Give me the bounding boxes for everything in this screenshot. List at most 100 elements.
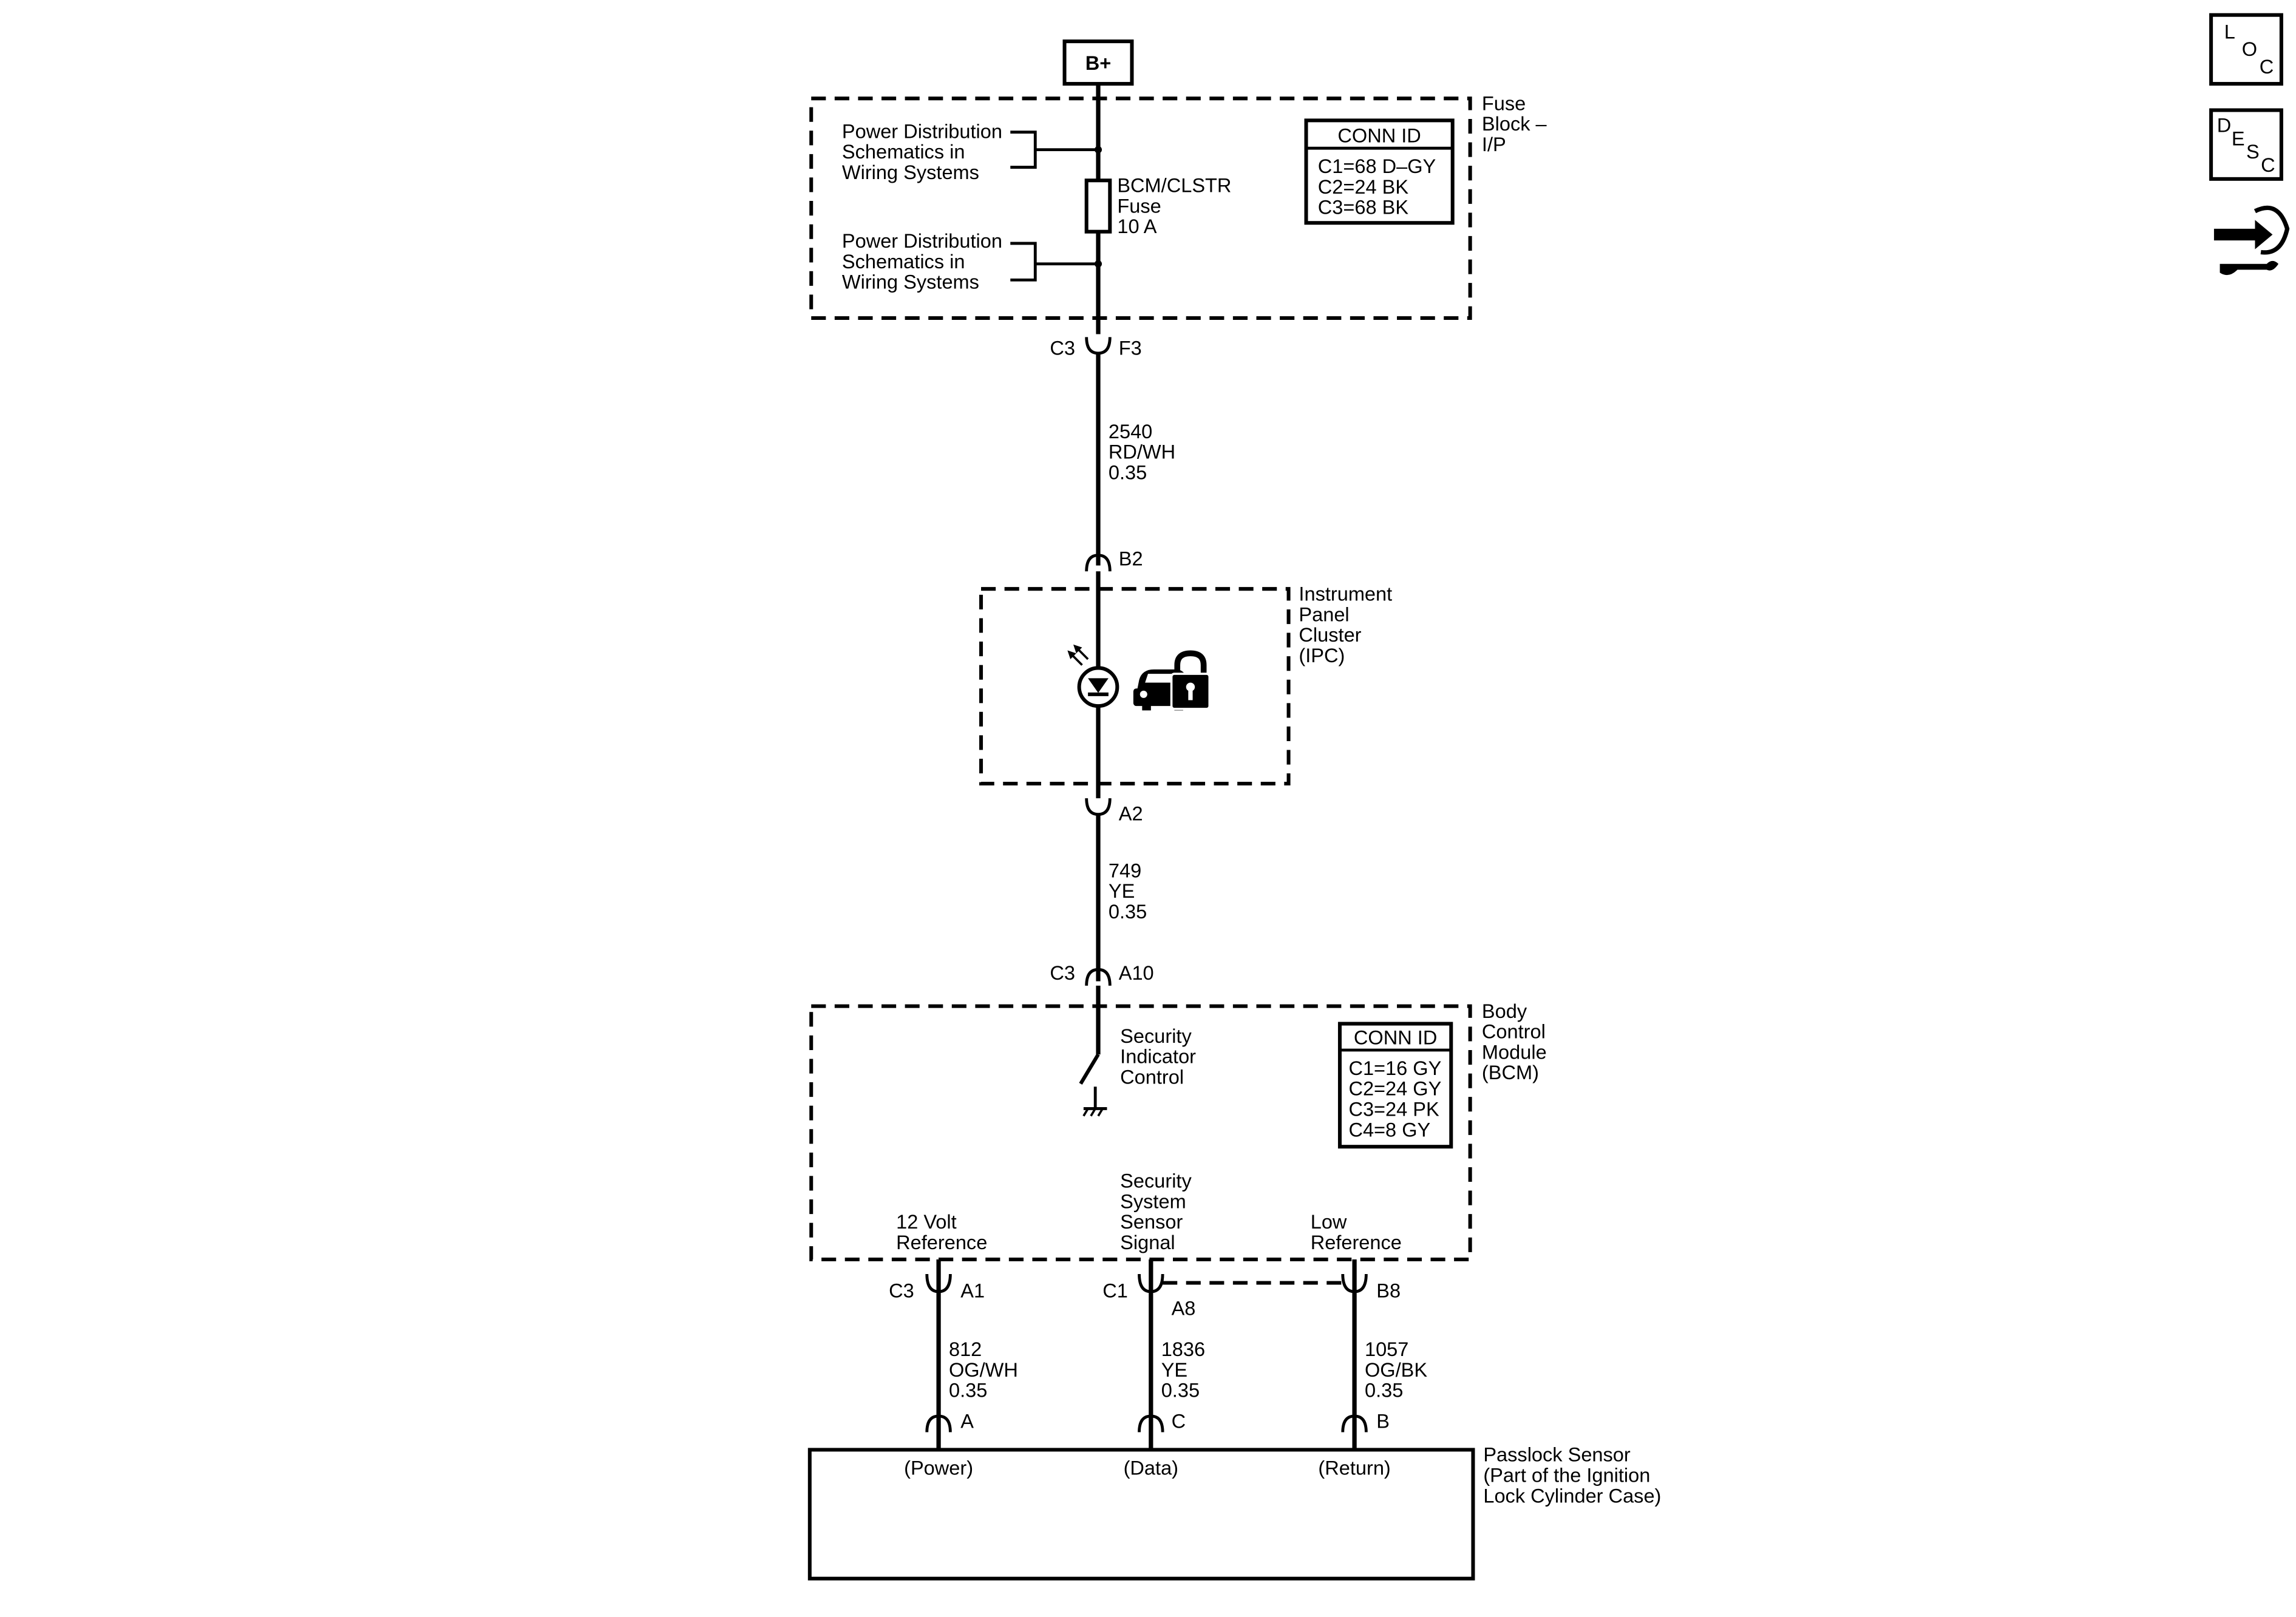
conn-id-title: CONN ID [1354, 1026, 1437, 1048]
wire-label-line: OG/WH [949, 1359, 1018, 1381]
bcm-conn-id-box [1337, 1022, 1453, 1149]
power-dist-ref-line: Wiring Systems [842, 161, 979, 183]
battery-label: B+ [1085, 52, 1112, 74]
splice-point [1094, 146, 1102, 154]
power-dist-ref-1[interactable]: Power Distribution Schematics in Wiring … [842, 120, 1002, 183]
switch-label-line: Security [1120, 1025, 1192, 1047]
connector-c3-a10 [1085, 968, 1112, 986]
wire-label-line: OG/BK [1365, 1359, 1427, 1381]
wire-label-line: YE [1109, 880, 1135, 902]
wire-label-line: 749 [1109, 859, 1141, 881]
bcm-name-line: Module [1482, 1041, 1547, 1063]
connector-label-right: A10 [1119, 962, 1154, 984]
wire-label-line: 812 [949, 1338, 982, 1360]
pin-function-line: Reference [1311, 1232, 1402, 1253]
connector-b2 [1085, 554, 1112, 572]
loc-icon-letter: C [2260, 56, 2274, 78]
ipc-name-line: (IPC) [1299, 645, 1345, 666]
fuse-label-line: 10 A [1117, 215, 1156, 237]
connector-c3-f3 [1085, 337, 1112, 355]
fuse-label: BCM/CLSTR Fuse 10 A [1117, 175, 1231, 238]
switch-label-line: Control [1120, 1066, 1184, 1088]
wire-812-label: 812 OG/WH 0.35 [949, 1338, 1018, 1402]
desc-icon-letter: C [2261, 154, 2275, 176]
wire-label-line: YE [1161, 1359, 1187, 1381]
wire-1057-label: 1057 OG/BK 0.35 [1365, 1338, 1427, 1402]
led-indicator-icon [1067, 644, 1119, 708]
desc-icon-letter: D [2217, 115, 2232, 137]
pin-function-line: 12 Volt [896, 1211, 957, 1233]
ref-12v-label: 12 Volt Reference [896, 1211, 987, 1253]
passlock-return-label: (Return) [1318, 1457, 1390, 1479]
ground-icon [1082, 1107, 1107, 1117]
conn-id-title: CONN ID [1337, 125, 1421, 147]
connector-pin-label: B [1376, 1410, 1390, 1432]
power-dist-ref-line: Power Distribution [842, 120, 1002, 142]
switch-contact [1079, 1053, 1100, 1085]
wire-label-line: 0.35 [1109, 461, 1147, 483]
loc-icon-letter: O [2242, 38, 2257, 60]
passlock-sensor-name: Passlock Sensor (Part of the Ignition Lo… [1483, 1444, 1661, 1507]
passlock-data-label: (Data) [1124, 1457, 1178, 1479]
ipc-name-line: Instrument [1299, 583, 1392, 605]
passlock-power-label: (Power) [904, 1457, 973, 1479]
connector-pin-label: A [960, 1410, 974, 1432]
bcm-name: Body Control Module (BCM) [1482, 1000, 1547, 1083]
fuse-label-line: Fuse [1117, 195, 1161, 217]
connector-label-left: C3 [1050, 337, 1075, 359]
security-indicator-control-label: Security Indicator Control [1120, 1025, 1196, 1088]
passlock-name-line: (Part of the Ignition [1483, 1465, 1650, 1486]
sensor-signal-label: Security System Sensor Signal [1120, 1170, 1192, 1253]
wire-label-line: 1836 [1161, 1338, 1205, 1360]
passlock-sensor-box [807, 1448, 1475, 1581]
conn-id-row: C3=68 BK [1318, 197, 1409, 219]
security-lock-icon [1133, 650, 1211, 711]
pin-function-line: Reference [896, 1232, 987, 1253]
pin-function-line: System [1120, 1190, 1186, 1212]
power-dist-ref-line: Wiring Systems [842, 271, 979, 293]
desc-icon[interactable]: D E S C [2209, 108, 2283, 181]
fuse-block-outline [809, 97, 1472, 320]
passlock-name-line: Lock Cylinder Case) [1483, 1485, 1661, 1507]
wire-label-line: 0.35 [949, 1380, 987, 1402]
power-dist-ref-2[interactable]: Power Distribution Schematics in Wiring … [842, 230, 1002, 293]
wire-label-line: RD/WH [1109, 441, 1175, 463]
connector-label-right: F3 [1119, 337, 1142, 359]
pin-function-line: Low [1311, 1211, 1347, 1233]
conn-id-row: C4=8 GY [1348, 1119, 1430, 1141]
connector-a2 [1085, 798, 1112, 816]
desc-icon-letter: S [2246, 141, 2260, 163]
connector-c [1138, 1414, 1164, 1432]
low-ref-label: Low Reference [1311, 1211, 1402, 1253]
fuse-block-name: Fuse Block – I/P [1482, 92, 1547, 155]
ipc-name-line: Cluster [1299, 624, 1361, 646]
power-dist-ref-line: Schematics in [842, 141, 965, 163]
wire-label-line: 2540 [1109, 421, 1152, 442]
bcm-name-line: (BCM) [1482, 1062, 1539, 1083]
connector-label-left: C1 [1102, 1280, 1128, 1302]
pin-function-line: Sensor [1120, 1211, 1183, 1233]
ipc-name-line: Panel [1299, 603, 1349, 625]
bcm-outline [809, 1004, 1472, 1261]
loc-icon[interactable]: L O C [2209, 13, 2283, 86]
wire-label-line: 0.35 [1365, 1380, 1403, 1402]
connector-label-right: B8 [1376, 1280, 1401, 1302]
power-dist-ref-line: Power Distribution [842, 230, 1002, 252]
power-dist-bracket-2 [1010, 242, 1098, 282]
conn-id-row: C1=68 D–GY [1318, 155, 1436, 177]
passlock-name-line: Passlock Sensor [1483, 1444, 1631, 1466]
wire-label-line: 1057 [1365, 1338, 1408, 1360]
fuse-block-name-line: Fuse [1482, 92, 1526, 114]
wire-1836-label: 1836 YE 0.35 [1161, 1338, 1205, 1402]
conn-id-row: C2=24 BK [1318, 176, 1409, 198]
connector-b [1341, 1414, 1368, 1432]
wire-label-line: 0.35 [1109, 901, 1147, 923]
wire-749-label: 749 YE 0.35 [1109, 859, 1147, 923]
bcm-name-line: Control [1482, 1021, 1546, 1043]
fuse-block-name-line: Block – [1482, 113, 1547, 135]
desc-icon-letter: E [2232, 127, 2245, 149]
connector-pin-label: B2 [1119, 548, 1143, 570]
connector-repair-icon[interactable] [2213, 205, 2290, 276]
conn-id-row: C3=24 PK [1348, 1099, 1439, 1120]
